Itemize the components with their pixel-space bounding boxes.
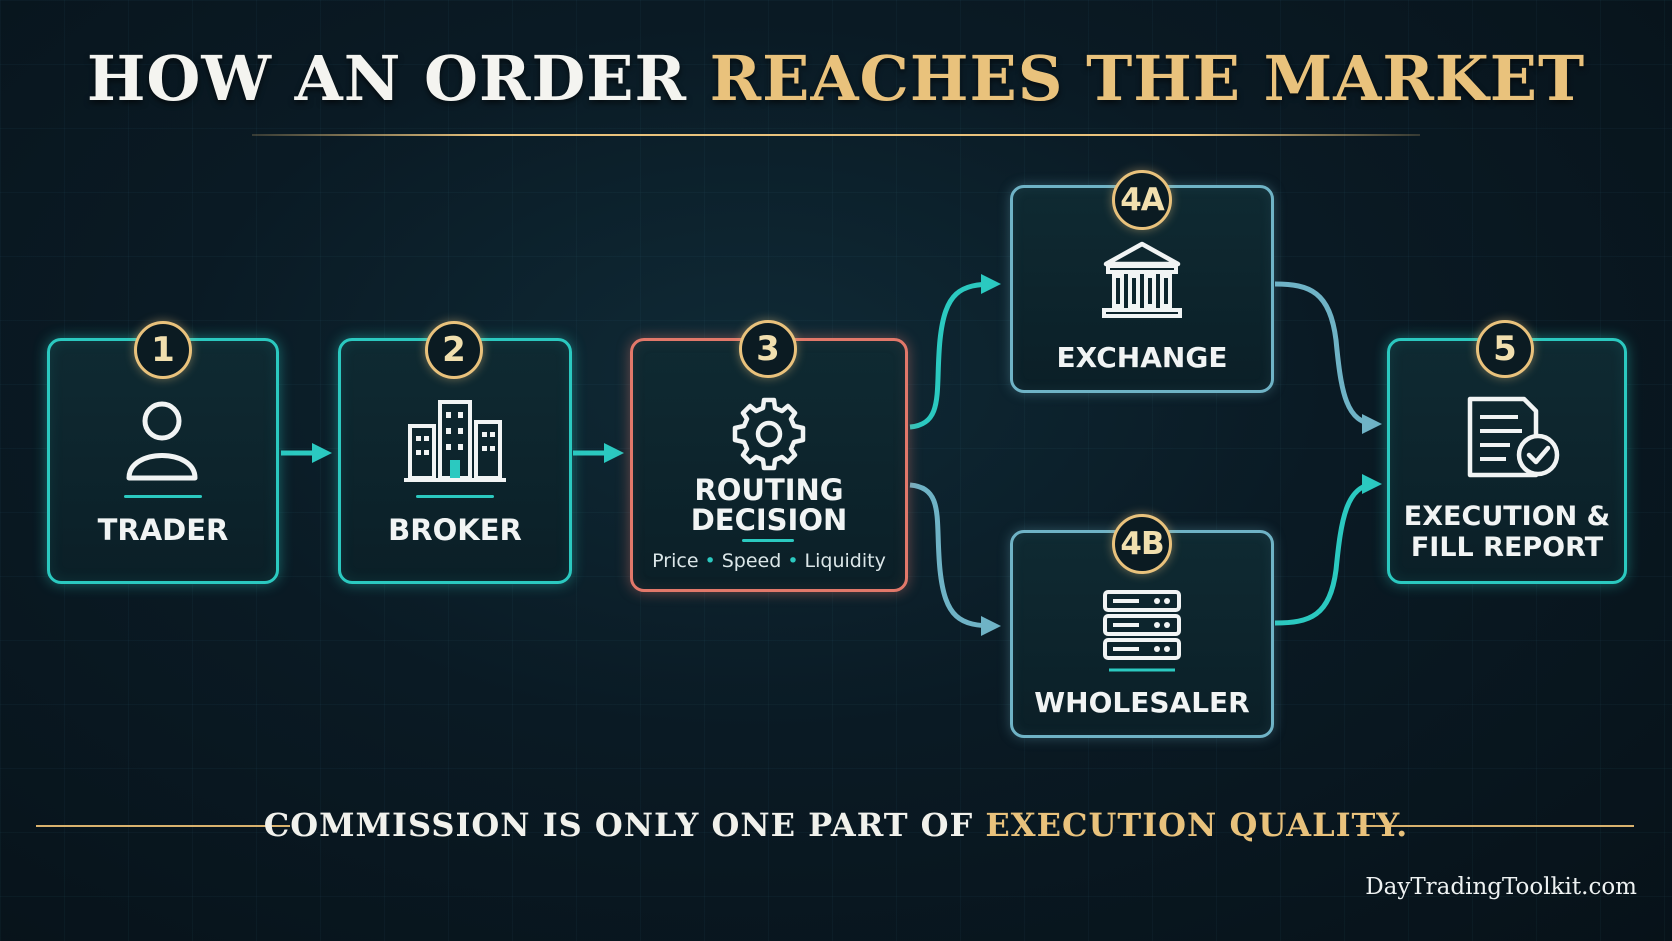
routing-criteria: Price•Speed•Liquidity (630, 550, 908, 572)
gear-icon (732, 397, 806, 471)
tagline-part-gold: EXECUTION QUALITY. (985, 806, 1409, 844)
document-check-icon (1467, 396, 1560, 478)
criterion-price: Price (652, 550, 699, 572)
broker-label: BROKER (388, 513, 522, 547)
title-part-white: HOW AN ORDER (86, 42, 688, 115)
wholesaler-step-badge: 4B (1112, 514, 1172, 574)
criteria-separator: • (704, 550, 716, 572)
server-icon (1103, 590, 1181, 672)
arrow-exchange-to-execution (1274, 281, 1382, 434)
execution-step-badge: 5 (1476, 320, 1534, 378)
tagline-rule-right (1356, 825, 1634, 827)
broker-step-badge: 2 (425, 321, 483, 379)
routing-step-badge: 3 (739, 320, 797, 378)
exchange-label: EXCHANGE (1056, 341, 1228, 374)
wholesaler-label: WHOLESALER (1034, 686, 1250, 719)
tagline: COMMISSION IS ONLY ONE PART OF EXECUTION… (0, 806, 1672, 844)
tagline-part-white: COMMISSION IS ONLY ONE PART OF (263, 806, 974, 844)
routing-underline (742, 539, 794, 542)
footer-site-credit: DayTradingToolkit.com (1365, 874, 1637, 900)
arrow-wholesaler-to-execution (1274, 474, 1382, 626)
arrow-routing-to-wholesaler (909, 482, 1001, 636)
criterion-liquidity: Liquidity (804, 550, 886, 572)
criterion-speed: Speed (721, 550, 782, 572)
page-title: HOW AN ORDER REACHES THE MARKET (0, 42, 1672, 115)
user-icon (126, 401, 198, 481)
title-underline (252, 134, 1420, 136)
broker-underline (416, 495, 494, 498)
arrow-routing-to-exchange (909, 274, 1001, 430)
routing-decision-node (630, 338, 908, 592)
execution-label-line2: FILL REPORT (1410, 532, 1604, 563)
trader-underline (124, 495, 202, 498)
trader-step-badge: 1 (134, 321, 192, 379)
criteria-separator: • (787, 550, 799, 572)
trader-label: TRADER (97, 513, 229, 547)
bank-icon (1102, 241, 1182, 318)
buildings-icon (404, 400, 506, 482)
routing-label-line2: DECISION (690, 503, 848, 537)
exchange-step-badge: 4A (1112, 170, 1172, 230)
routing-label-line1: ROUTING (694, 473, 844, 507)
trader-node (47, 338, 279, 584)
tagline-rule-left (36, 825, 290, 827)
title-part-gold: REACHES THE MARKET (709, 42, 1586, 115)
execution-label-line1: EXECUTION & (1403, 501, 1611, 532)
